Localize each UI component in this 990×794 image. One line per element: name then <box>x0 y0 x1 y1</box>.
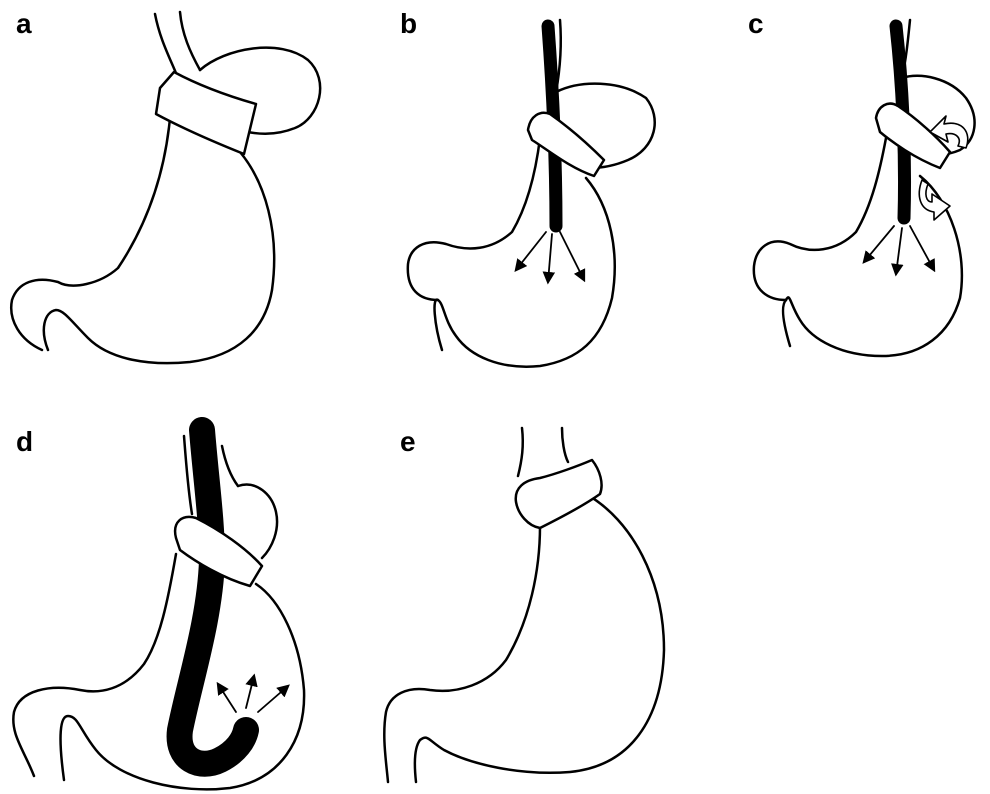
endoscope <box>180 430 246 764</box>
gastric-band <box>156 72 256 154</box>
panel-d-stomach <box>13 430 304 789</box>
arrow <box>258 686 288 712</box>
curved-arrow-icon <box>919 180 950 220</box>
arrow <box>560 232 584 280</box>
panel-b-stomach <box>408 20 655 367</box>
arrow <box>218 684 236 712</box>
panel-c-stomach <box>754 20 975 356</box>
gastric-band <box>528 113 604 176</box>
panel-e-stomach <box>384 428 664 782</box>
arrow <box>246 676 254 708</box>
arrow <box>896 228 902 274</box>
arrow <box>910 226 934 270</box>
arrow <box>548 234 552 282</box>
gastric-band <box>516 460 602 528</box>
panel-a-stomach <box>11 12 320 363</box>
arrow <box>864 226 894 262</box>
arrow <box>516 232 546 270</box>
